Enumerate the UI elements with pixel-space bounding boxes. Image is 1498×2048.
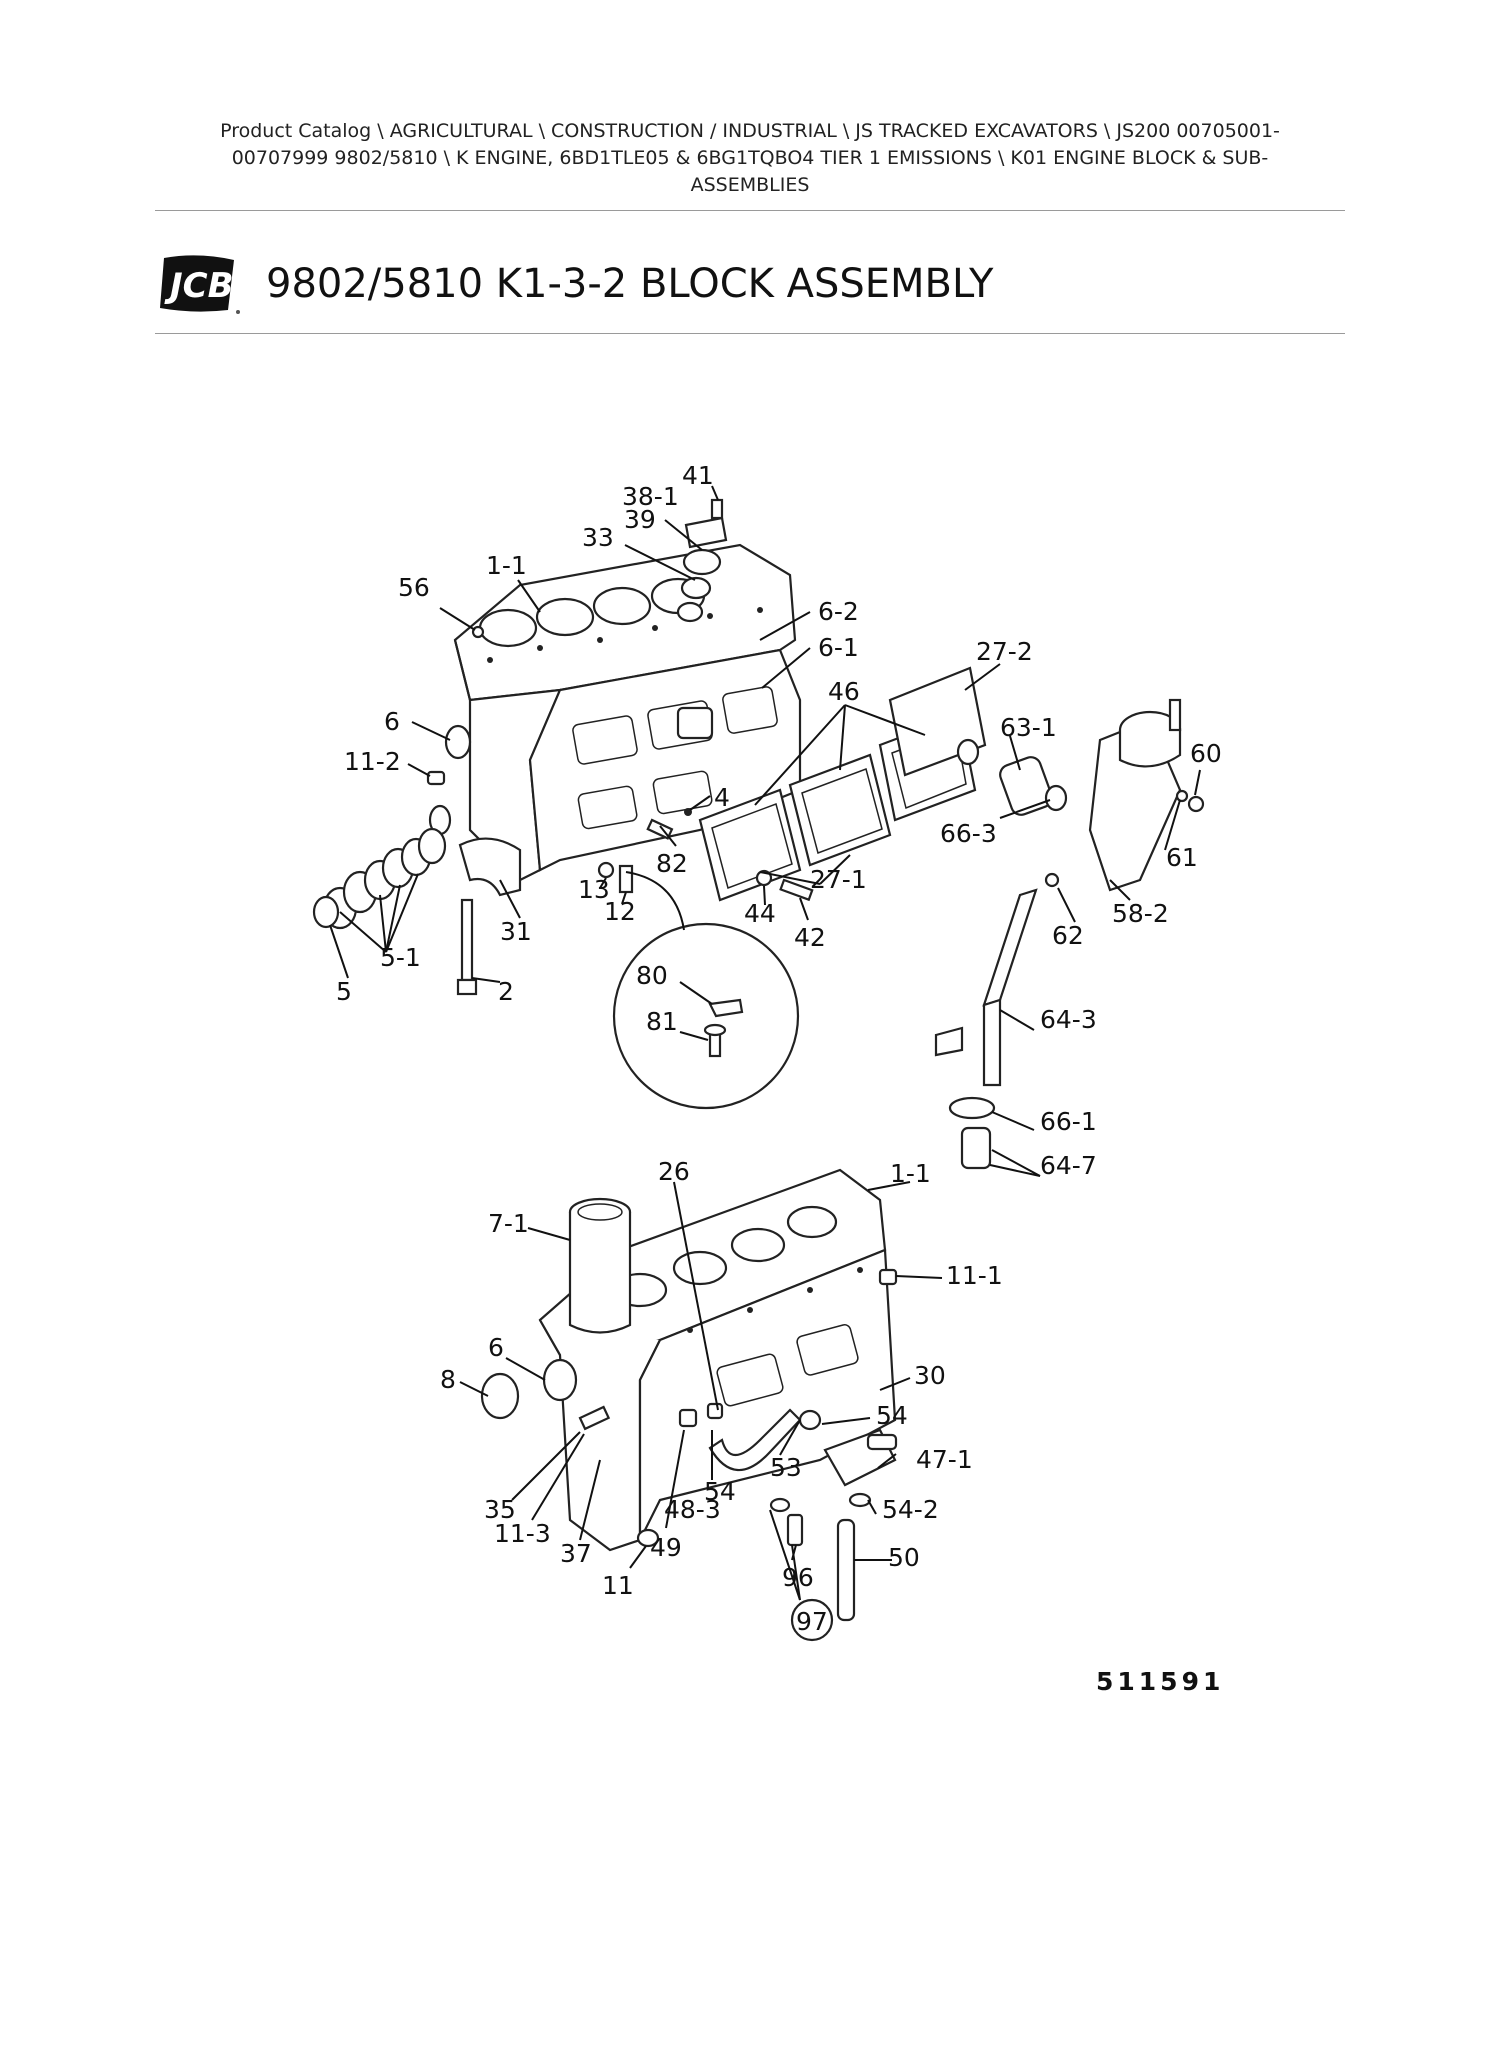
callout-11-3[interactable]: 11-3 <box>494 1519 551 1548</box>
callout-33[interactable]: 33 <box>582 523 614 552</box>
callout-39[interactable]: 39 <box>624 505 656 534</box>
lower-cylinder-block-drawing <box>480 1168 898 1642</box>
callout-1-1[interactable]: 1-1 <box>486 551 527 580</box>
callout-30[interactable]: 30 <box>914 1361 946 1390</box>
callout-6-2[interactable]: 6-2 <box>818 597 859 626</box>
callout-41[interactable]: 41 <box>682 461 714 490</box>
callout-50[interactable]: 50 <box>888 1543 920 1572</box>
callout-64-3[interactable]: 64-3 <box>1040 1005 1097 1034</box>
title-divider <box>155 333 1345 334</box>
callout-38-1[interactable]: 38-1 <box>622 482 679 511</box>
callout-81[interactable]: 81 <box>646 1007 678 1036</box>
callout-1-1-lower[interactable]: 1-1 <box>890 1159 931 1188</box>
callout-48-3[interactable]: 48-3 <box>664 1495 721 1524</box>
callout-54-2[interactable]: 54-2 <box>882 1495 939 1524</box>
page-title: 9802/5810 K1-3-2 BLOCK ASSEMBLY <box>266 261 994 307</box>
callout-11[interactable]: 11 <box>602 1571 634 1600</box>
callout-8[interactable]: 8 <box>440 1365 456 1394</box>
callout-46[interactable]: 46 <box>828 677 860 706</box>
callout-47-1[interactable]: 47-1 <box>916 1445 973 1474</box>
callout-66-3[interactable]: 66-3 <box>940 819 997 848</box>
callout-11-1[interactable]: 11-1 <box>946 1261 1003 1290</box>
callout-37[interactable]: 37 <box>560 1539 592 1568</box>
inset-pointer-line <box>625 871 685 931</box>
callout-82[interactable]: 82 <box>656 849 688 878</box>
callout-12[interactable]: 12 <box>604 897 636 926</box>
callout-42[interactable]: 42 <box>794 923 826 952</box>
callout-5-1[interactable]: 5-1 <box>380 943 421 972</box>
callout-7-1[interactable]: 7-1 <box>488 1209 529 1238</box>
jcb-logo-icon: JCB <box>160 255 240 314</box>
breadcrumb-line-3[interactable]: ASSEMBLIES <box>690 174 810 196</box>
callout-6-lower[interactable]: 6 <box>488 1333 504 1362</box>
leader-lines <box>329 485 1201 1601</box>
callout-66-1[interactable]: 66-1 <box>1040 1107 1097 1136</box>
callout-13[interactable]: 13 <box>578 875 610 904</box>
callout-96[interactable]: 96 <box>782 1563 814 1592</box>
callout-56[interactable]: 56 <box>398 573 430 602</box>
callout-97[interactable]: 97 <box>796 1607 828 1636</box>
callout-58-2[interactable]: 58-2 <box>1112 899 1169 928</box>
callout-27-2[interactable]: 27-2 <box>976 637 1033 666</box>
callout-54[interactable]: 54 <box>876 1401 908 1430</box>
callout-54-lower[interactable]: 54 <box>704 1477 736 1506</box>
callout-4[interactable]: 4 <box>714 783 730 812</box>
detail-inset-circle <box>612 922 800 1110</box>
header-divider <box>155 210 1345 211</box>
callout-63-1[interactable]: 63-1 <box>1000 713 1057 742</box>
callout-31[interactable]: 31 <box>500 917 532 946</box>
callout-53[interactable]: 53 <box>770 1453 802 1482</box>
breadcrumb: Product Catalog \ AGRICULTURAL \ CONSTRU… <box>155 118 1345 199</box>
callout-49[interactable]: 49 <box>650 1533 682 1562</box>
callout-61[interactable]: 61 <box>1166 843 1198 872</box>
callout-5[interactable]: 5 <box>336 977 352 1006</box>
breadcrumb-line-2[interactable]: 00707999 9802/5810 \ K ENGINE, 6BD1TLE05… <box>231 147 1269 169</box>
callout-44[interactable]: 44 <box>744 899 776 928</box>
callout-64-7[interactable]: 64-7 <box>1040 1151 1097 1180</box>
callout-27-1[interactable]: 27-1 <box>810 865 867 894</box>
callout-2[interactable]: 2 <box>498 977 514 1006</box>
callout-60[interactable]: 60 <box>1190 739 1222 768</box>
breadcrumb-line-1[interactable]: Product Catalog \ AGRICULTURAL \ CONSTRU… <box>220 120 1280 142</box>
callout-labels: 41 38-1 39 33 1-1 56 6-2 6-1 27-2 46 6 1… <box>336 461 1224 1696</box>
callout-11-2[interactable]: 11-2 <box>344 747 401 776</box>
callout-6[interactable]: 6 <box>384 707 400 736</box>
upper-cylinder-block-drawing <box>312 498 1205 1170</box>
callout-80[interactable]: 80 <box>636 961 668 990</box>
figure-number: 511591 <box>1096 1667 1224 1696</box>
callout-6-1[interactable]: 6-1 <box>818 633 859 662</box>
logo-text: JCB <box>164 266 234 306</box>
callout-35[interactable]: 35 <box>484 1495 516 1524</box>
callout-26[interactable]: 26 <box>658 1157 690 1186</box>
callout-62[interactable]: 62 <box>1052 921 1084 950</box>
